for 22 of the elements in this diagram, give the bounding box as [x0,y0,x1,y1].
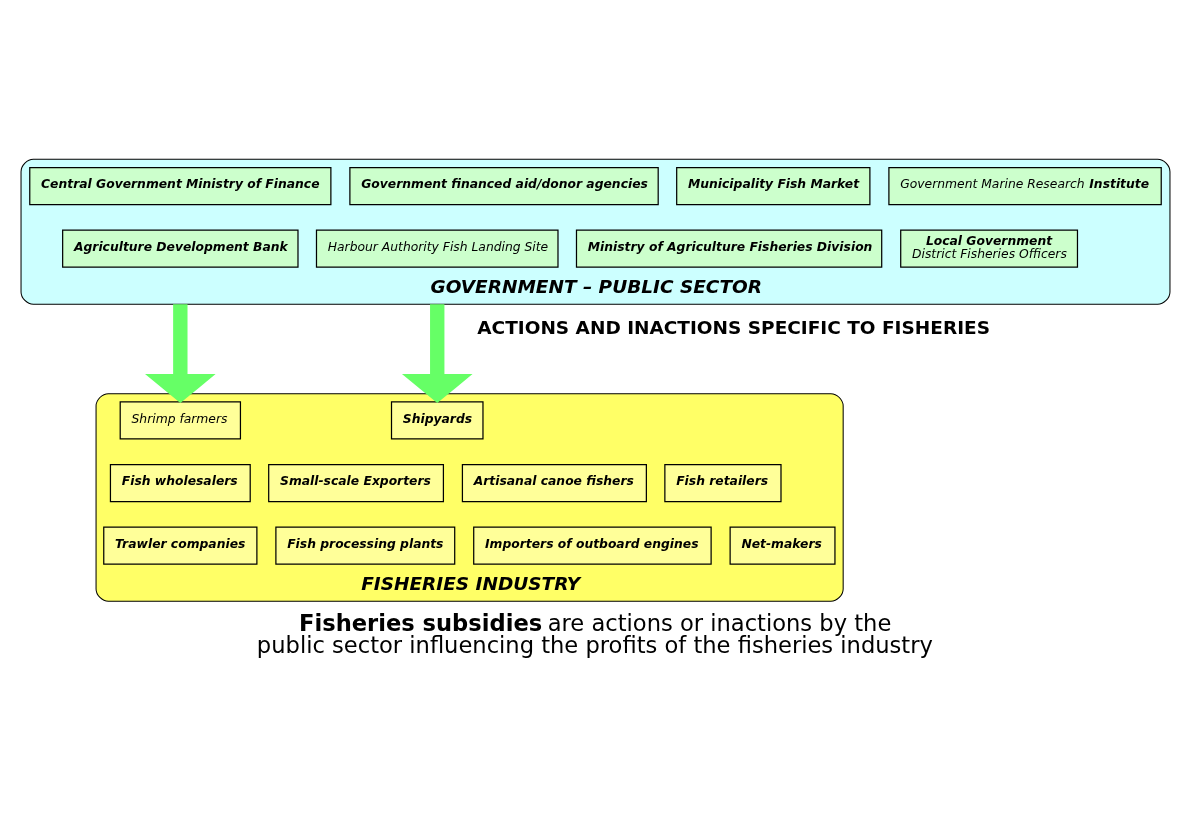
node-box: Central Government Ministry of Finance [29,166,332,206]
arrow [145,304,216,403]
node-box: Local Government District Fisheries Officers [900,229,1079,268]
node-box: Municipality Fish Market [676,166,871,206]
node-box: Harbour Authority Fish Landing Site [315,229,559,268]
node-box: Shipyards [390,401,484,440]
caption: Fisheries subsidies are actions or inactions by the public sector influencing the profits of the fisheries industry [256,609,933,659]
node-box: Fish processing plants [275,526,456,565]
node-box: Artisanal canoe fishers [461,463,647,503]
node-box: Ministry of Agriculture Fisheries Division [575,229,883,268]
node-box: Importers of outboard engines [473,526,712,565]
label: ACTIONS AND INACTIONS SPECIFIC TO FISHERIES [477,317,990,339]
node-box: Shrimp farmers [119,401,242,440]
node-box: Government financed aid/donor agencies [349,166,659,206]
node-box: Government Marine Research Institute [888,166,1162,206]
node-box: Trawler companies [103,526,258,565]
arrow [401,304,473,403]
node-box: Net-makers [729,526,836,565]
node-box: Fish retailers [664,463,782,503]
node-box: Small-scale Exporters [268,463,445,503]
node-box: Fish wholesalers [109,463,251,503]
node-box: Agriculture Development Bank [62,229,299,268]
